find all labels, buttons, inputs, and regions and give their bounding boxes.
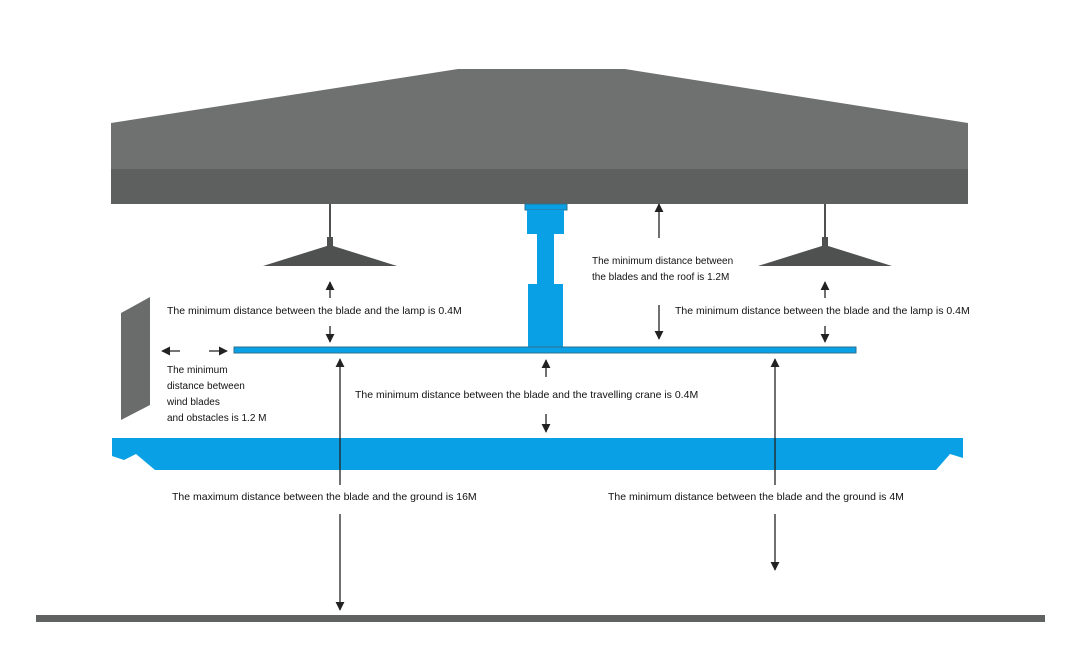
lamp-left-rod	[329, 204, 331, 240]
lamp-left	[263, 204, 397, 266]
lamp-left-neck	[327, 237, 333, 247]
lamp-right	[758, 204, 892, 266]
label-roof-distance-line-1: The minimum distance between	[592, 256, 734, 267]
lamp-right-neck	[822, 237, 828, 247]
roof-top	[111, 69, 968, 172]
travelling-crane	[112, 438, 963, 470]
lamp-right-rod	[824, 204, 826, 240]
dimension-arrows	[161, 203, 830, 611]
fan-upper-rod	[527, 210, 564, 234]
label-ground-max: The maximum distance between the blade a…	[172, 491, 477, 503]
label-obstacle-line-4: and obstacles is 1.2 M	[167, 413, 267, 424]
label-lamp-left: The minimum distance between the blade a…	[167, 305, 462, 317]
fan-mount-plate	[524, 203, 568, 211]
label-lamp-right: The minimum distance between the blade a…	[675, 305, 970, 317]
label-crane-distance: The minimum distance between the blade a…	[355, 389, 699, 401]
roof	[111, 69, 968, 204]
label-ground-min: The minimum distance between the blade a…	[608, 491, 904, 503]
label-obstacle-line-3: wind blades	[167, 397, 220, 408]
label-roof-distance: The minimum distance between the blades …	[592, 254, 733, 286]
label-roof-distance-line-2: the blades and the roof is 1.2M	[592, 272, 730, 283]
label-obstacle-line-1: The minimum	[167, 365, 228, 376]
roof-bottom	[111, 169, 968, 204]
fan-motor	[528, 284, 563, 350]
label-obstacle-distance: The minimum distance between wind blades…	[167, 363, 267, 427]
fan-blade	[233, 346, 857, 354]
ground	[36, 615, 1045, 622]
lamp-right-shade	[758, 245, 892, 266]
label-obstacle-line-2: distance between	[167, 381, 245, 392]
ceiling-fan	[233, 203, 857, 354]
obstacle-wall	[121, 297, 150, 420]
fan-downrod	[537, 234, 554, 286]
lamp-left-shade	[263, 245, 397, 266]
